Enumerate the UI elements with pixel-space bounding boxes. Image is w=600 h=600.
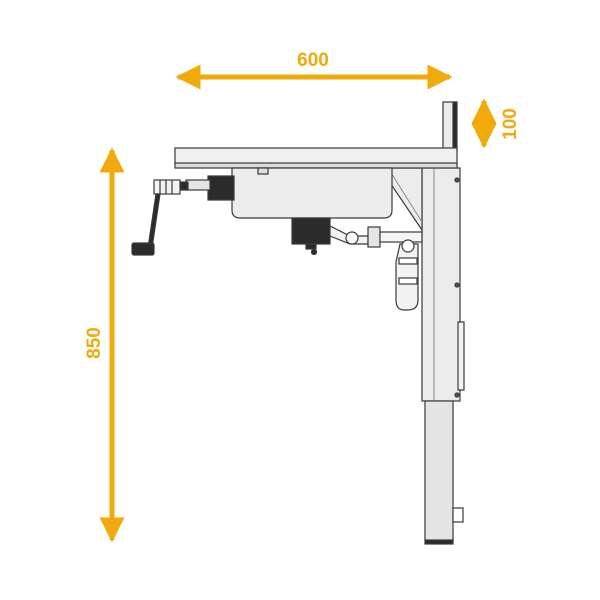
width-dimension-label: 600 [297, 50, 329, 71]
hand-crank [131, 175, 235, 256]
sink-basin [231, 167, 393, 219]
drain-coupling [367, 226, 381, 248]
height-dimension-label: 850 [84, 327, 105, 359]
countertop-underside [174, 162, 458, 169]
lift-column [384, 167, 465, 545]
siphon-trap [395, 243, 419, 311]
lift-column-foot [424, 539, 454, 545]
height-dimension: 850 [84, 147, 125, 543]
countertop-slab [174, 147, 458, 165]
backsplash-dimension-label: 100 [500, 108, 521, 140]
bracket-screw-1 [454, 177, 460, 183]
width-dimension: 600 [175, 50, 453, 90]
crank-handle [131, 242, 155, 256]
bracket-screw-2 [454, 282, 460, 288]
drain-motor [291, 217, 331, 245]
crank-shaft-collar [185, 179, 211, 191]
backsplash-dimension: 100 [471, 98, 521, 149]
wall-clip [452, 507, 464, 523]
drain-motor-cap [305, 243, 317, 250]
basin-rim-clip [257, 167, 269, 175]
crank-gearbox [207, 175, 235, 201]
bracket-screw-3 [454, 392, 460, 398]
drain-assembly [291, 217, 423, 311]
lift-column-lower [424, 400, 454, 542]
crank-arm [147, 193, 161, 249]
drain-elbow [379, 231, 423, 243]
crank-hub [153, 179, 181, 195]
backsplash-edge [452, 101, 458, 153]
lift-column-upper [421, 167, 461, 402]
side-rail [457, 321, 465, 391]
basin-body [231, 167, 393, 219]
countertop [174, 147, 458, 169]
back-panel [442, 101, 458, 153]
